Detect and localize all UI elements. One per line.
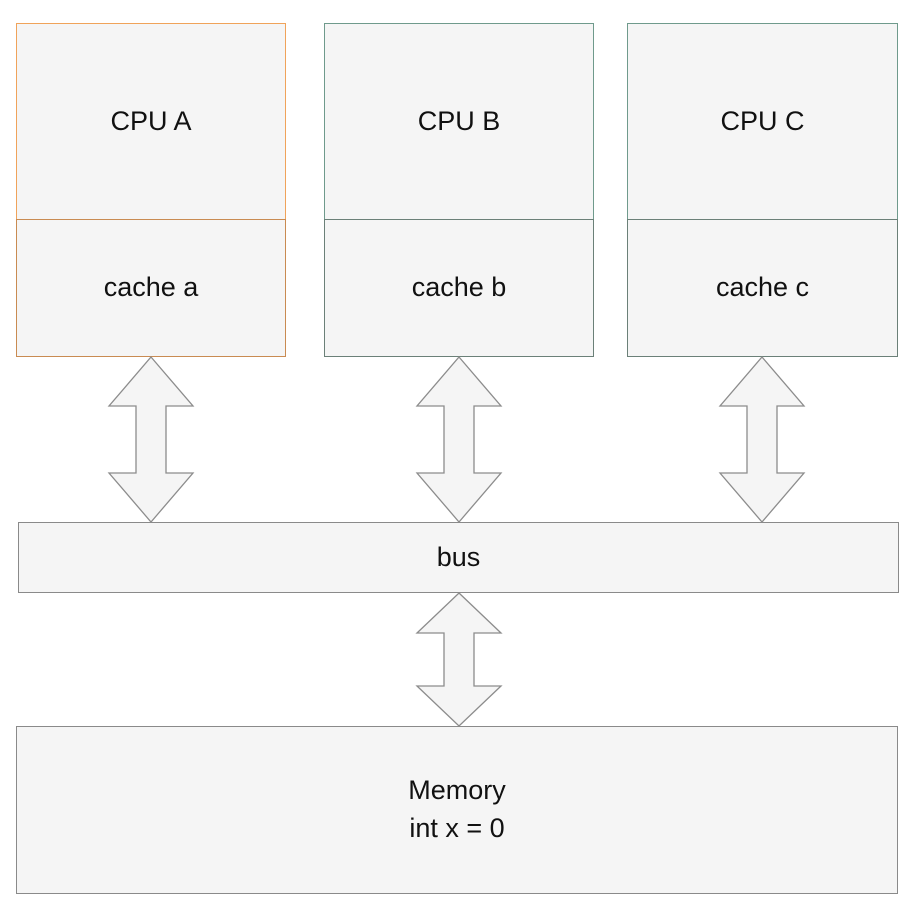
bus-box: bus	[18, 522, 899, 593]
memory-title: Memory	[408, 775, 506, 806]
cpu-c-label: CPU C	[720, 105, 805, 136]
cache-b-label: cache b	[411, 272, 507, 303]
memory-value: int x = 0	[409, 813, 505, 843]
cpu-b-box: CPU B	[324, 23, 594, 220]
cpu-a-box: CPU A	[16, 23, 286, 220]
cache-c-box: cache c	[627, 219, 898, 357]
cache-c-label: cache c	[715, 272, 810, 303]
cpu-c-box: CPU C	[627, 23, 898, 220]
cache-b-box: cache b	[324, 219, 594, 357]
cpu-a-label: CPU A	[110, 105, 192, 136]
arrow-cache-b-bus	[415, 356, 503, 523]
memory-box: Memory int x = 0	[16, 726, 898, 894]
bus-label: bus	[436, 541, 481, 572]
cache-a-label: cache a	[103, 272, 199, 303]
arrow-cache-c-bus	[718, 356, 806, 523]
arrow-bus-memory	[415, 592, 503, 727]
cache-a-box: cache a	[16, 219, 286, 357]
cpu-b-label: CPU B	[417, 105, 501, 136]
arrow-cache-a-bus	[107, 356, 195, 523]
